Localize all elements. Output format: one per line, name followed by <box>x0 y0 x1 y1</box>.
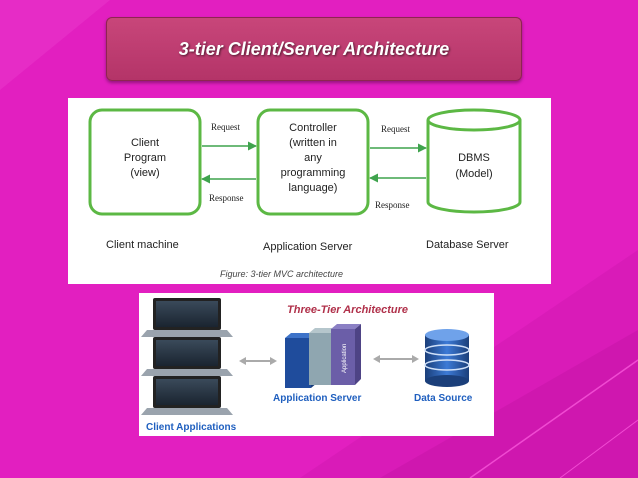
client-machine-label: Client machine <box>106 239 179 251</box>
controller-line-1: Controller <box>289 122 337 134</box>
client-applications-caption: Client Applications <box>146 422 237 433</box>
application-server-caption: Application Server <box>273 393 361 404</box>
controller-box <box>256 108 370 216</box>
controller-line-2: (written in <box>289 137 337 149</box>
response-label-left: Response <box>209 193 244 203</box>
dbms-line-2: (Model) <box>455 168 492 180</box>
dbms-line-1: DBMS <box>458 152 490 164</box>
client-box-line-3: (view) <box>130 167 159 179</box>
laptop-icon <box>141 376 233 415</box>
client-program-box <box>88 108 202 216</box>
application-books-icon: Application <box>285 324 361 388</box>
response-label-right: Response <box>375 200 410 210</box>
controller-line-4: programming <box>281 167 346 179</box>
controller-line-5: language) <box>289 182 338 194</box>
request-label-right: Request <box>381 124 410 134</box>
slide-title-box: 3-tier Client/Server Architecture <box>106 17 522 81</box>
dbms-cylinder <box>426 108 522 214</box>
three-tier-figure: Three-Tier Architecture <box>139 293 494 436</box>
database-server-label: Database Server <box>426 239 509 251</box>
three-tier-title: Three-Tier Architecture <box>287 304 408 316</box>
laptop-icon <box>141 298 233 337</box>
controller-line-3: any <box>304 152 322 164</box>
database-icon <box>424 329 470 387</box>
mvc-figure: Client Program (view) Controller (writte… <box>68 98 551 284</box>
client-box-line-1: Client <box>131 137 159 149</box>
book-spine-label: Application <box>342 344 348 373</box>
slide-title: 3-tier Client/Server Architecture <box>178 38 450 59</box>
laptop-icon <box>141 337 233 376</box>
double-arrow-left-icon <box>239 357 277 365</box>
request-label-left: Request <box>211 122 240 132</box>
client-box-line-2: Program <box>124 152 166 164</box>
double-arrow-right-icon <box>373 355 419 363</box>
data-source-caption: Data Source <box>414 393 473 404</box>
application-server-label: Application Server <box>263 241 353 253</box>
figure-caption: Figure: 3-tier MVC architecture <box>220 269 343 279</box>
